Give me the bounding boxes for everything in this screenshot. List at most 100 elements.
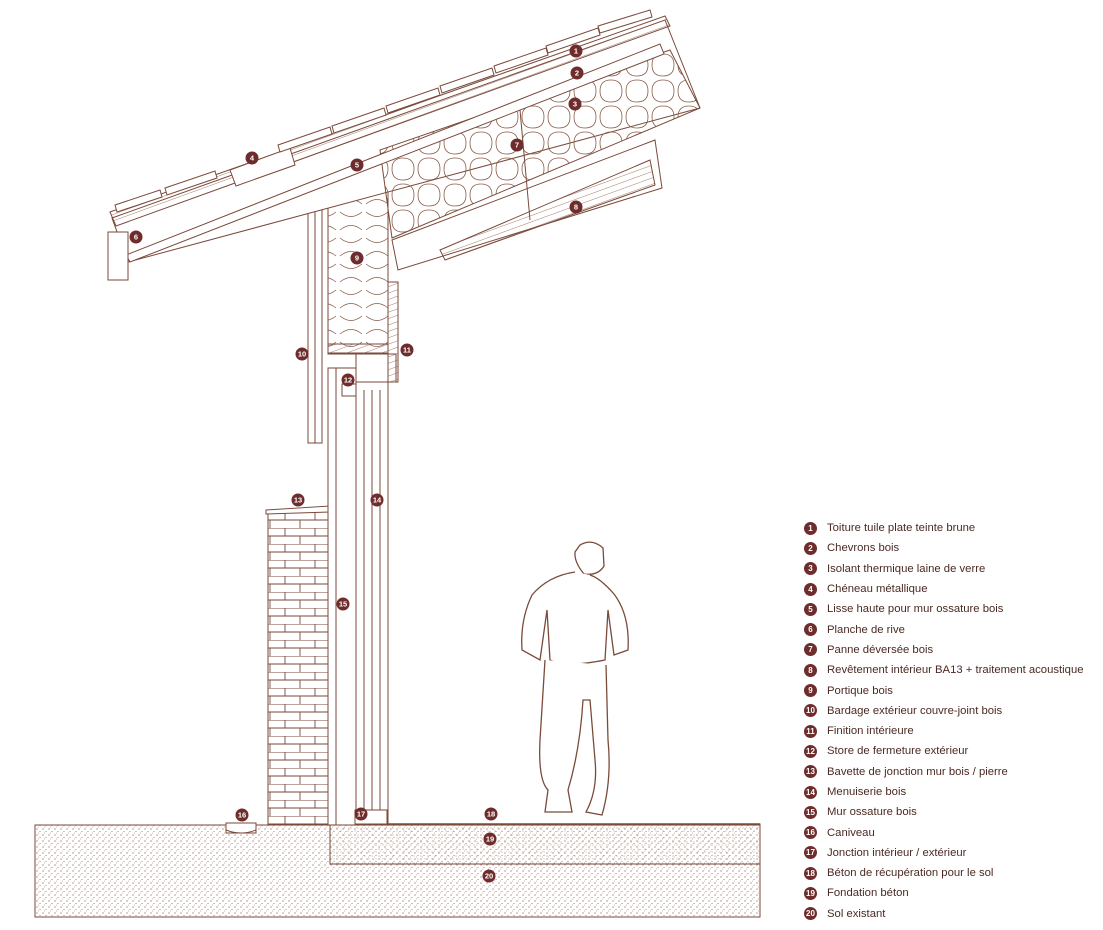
legend-number-badge: 7 <box>804 643 817 657</box>
callout-number: 8 <box>574 203 578 212</box>
legend-number-badge: 5 <box>804 602 817 616</box>
legend-label: Mur ossature bois <box>827 806 917 819</box>
callout-marker-11: 11 <box>400 343 414 357</box>
legend-item-20: 20 Sol existant <box>804 904 1084 924</box>
legend-number-badge: 9 <box>804 684 817 698</box>
legend-number-badge: 20 <box>804 907 817 921</box>
legend-number-badge: 11 <box>804 724 817 738</box>
callout-number: 15 <box>339 600 347 609</box>
callout-number: 3 <box>573 100 577 109</box>
callout-marker-15: 15 <box>336 597 350 611</box>
legend-item-12: 12 Store de fermeture extérieur <box>804 741 1084 761</box>
callout-number: 10 <box>298 350 306 359</box>
callout-number: 17 <box>357 810 365 819</box>
timber-wall <box>307 177 399 826</box>
legend-item-10: 10 Bardage extérieur couvre-joint bois <box>804 701 1084 721</box>
legend-item-6: 6 Planche de rive <box>804 619 1084 639</box>
legend-number-badge: 17 <box>804 846 817 860</box>
legend-item-19: 19 Fondation béton <box>804 883 1084 903</box>
legend-item-16: 16 Caniveau <box>804 822 1084 842</box>
callout-marker-17: 17 <box>354 807 368 821</box>
callout-marker-7: 7 <box>510 138 524 152</box>
callout-marker-2: 2 <box>570 66 584 80</box>
callout-marker-19: 19 <box>483 832 497 846</box>
legend-number-badge: 2 <box>804 541 817 555</box>
callout-number: 9 <box>355 254 359 263</box>
legend-item-2: 2 Chevrons bois <box>804 538 1084 558</box>
legend-label: Portique bois <box>827 684 893 697</box>
legend-item-9: 9 Portique bois <box>804 680 1084 700</box>
legend-label: Bavette de jonction mur bois / pierre <box>827 765 1008 778</box>
legend-item-14: 14 Menuiserie bois <box>804 782 1084 802</box>
callout-number: 5 <box>355 161 359 170</box>
callout-marker-6: 6 <box>129 230 143 244</box>
callout-marker-8: 8 <box>569 200 583 214</box>
legend-number-badge: 12 <box>804 744 817 758</box>
legend-number-badge: 10 <box>804 704 817 718</box>
legend-list: 1 Toiture tuile plate teinte brune 2 Chevro… <box>804 518 1084 924</box>
brick-wall <box>265 505 331 826</box>
legend-label: Bardage extérieur couvre-joint bois <box>827 704 1003 717</box>
ground-section <box>34 822 761 918</box>
callout-marker-4: 4 <box>245 151 259 165</box>
callout-number: 20 <box>485 872 493 881</box>
legend-number-badge: 4 <box>804 582 817 596</box>
person-figure <box>521 541 629 816</box>
legend-item-4: 4 Chéneau métallique <box>804 579 1084 599</box>
legend-item-15: 15 Mur ossature bois <box>804 802 1084 822</box>
legend-label: Store de fermeture extérieur <box>827 745 969 758</box>
legend-label: Sol existant <box>827 907 886 920</box>
legend-label: Chéneau métallique <box>827 583 928 596</box>
callout-marker-14: 14 <box>370 493 384 507</box>
legend-label: Toiture tuile plate teinte brune <box>827 522 976 535</box>
legend-item-5: 5 Lisse haute pour mur ossature bois <box>804 599 1084 619</box>
legend-label: Chevrons bois <box>827 542 900 555</box>
legend-label: Lisse haute pour mur ossature bois <box>827 603 1004 616</box>
callout-marker-13: 13 <box>291 493 305 507</box>
callout-number: 4 <box>250 154 255 163</box>
legend-number-badge: 13 <box>804 765 817 779</box>
callout-number: 16 <box>238 811 246 820</box>
callout-marker-1: 1 <box>569 44 583 58</box>
legend-number-badge: 15 <box>804 805 817 819</box>
legend-item-11: 11 Finition intérieure <box>804 721 1084 741</box>
legend-item-13: 13 Bavette de jonction mur bois / pierre <box>804 762 1084 782</box>
callout-marker-10: 10 <box>295 347 309 361</box>
legend-label: Caniveau <box>827 826 875 839</box>
legend-label: Fondation béton <box>827 887 909 900</box>
legend-number-badge: 14 <box>804 785 817 799</box>
roof-section <box>107 9 701 281</box>
legend-number-badge: 16 <box>804 826 817 840</box>
callout-marker-12: 12 <box>341 373 355 387</box>
callout-number: 14 <box>373 496 382 505</box>
callout-number: 19 <box>486 835 494 844</box>
callout-number: 1 <box>574 47 578 56</box>
legend-label: Finition intérieure <box>827 725 914 738</box>
callout-number: 6 <box>134 233 138 242</box>
callout-marker-9: 9 <box>350 251 364 265</box>
legend-number-badge: 6 <box>804 623 817 637</box>
callout-number: 11 <box>403 346 411 355</box>
callout-marker-16: 16 <box>235 808 249 822</box>
callout-number: 12 <box>344 376 352 385</box>
legend-number-badge: 8 <box>804 663 817 677</box>
legend-label: Planche de rive <box>827 623 905 636</box>
callout-number: 2 <box>575 69 579 78</box>
callout-number: 13 <box>294 496 302 505</box>
legend-label: Menuiserie bois <box>827 786 907 798</box>
legend-number-badge: 1 <box>804 521 817 535</box>
legend-item-7: 7 Panne déversée bois <box>804 640 1084 660</box>
legend-number-badge: 19 <box>804 886 817 900</box>
callout-marker-5: 5 <box>350 158 364 172</box>
legend-number-badge: 18 <box>804 866 817 880</box>
legend-label: Panne déversée bois <box>827 643 934 656</box>
callout-marker-3: 3 <box>568 97 582 111</box>
legend-label: Revêtement intérieur BA13 + traitement a… <box>827 664 1084 677</box>
callout-marker-18: 18 <box>484 807 498 821</box>
legend-label: Isolant thermique laine de verre <box>827 562 986 575</box>
